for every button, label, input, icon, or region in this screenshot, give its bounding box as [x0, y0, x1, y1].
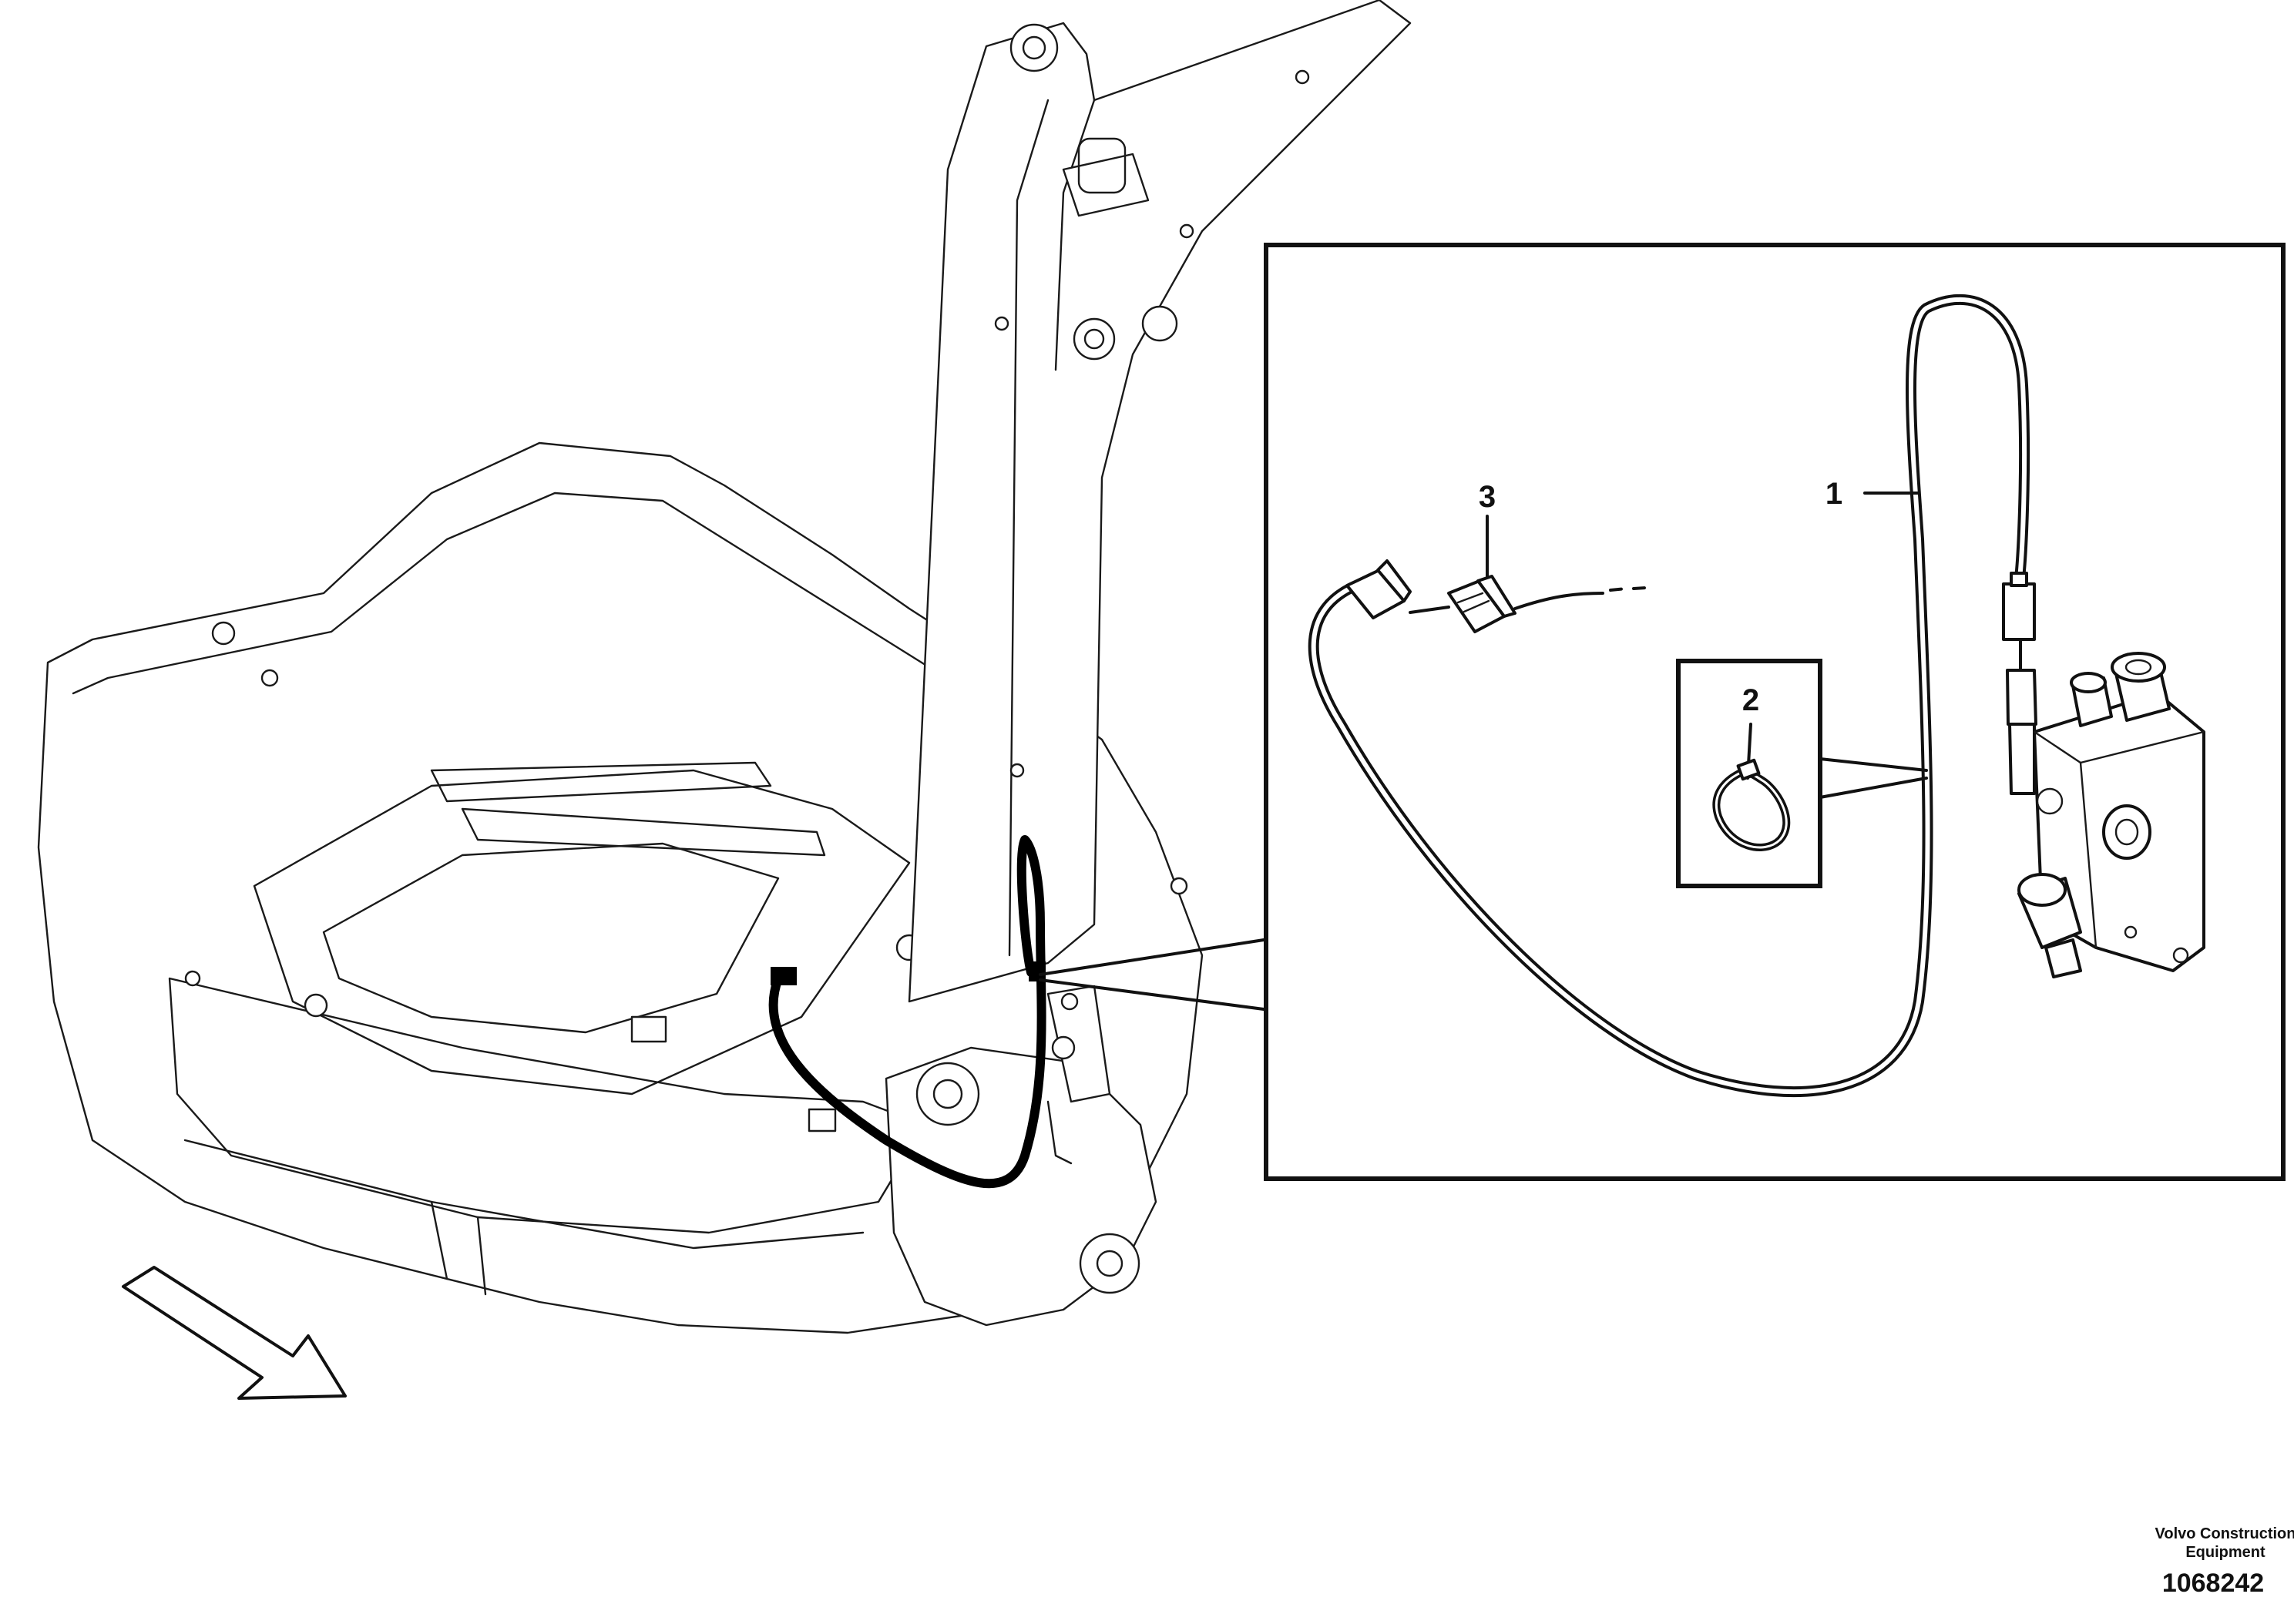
document-number: 1068242 [2162, 1569, 2264, 1598]
boom-arm [908, 0, 1412, 1003]
detail-leader-lines [1039, 938, 1265, 1011]
callout-label-3: 3 [1479, 480, 1496, 514]
brand-line-1: Volvo Construction [2155, 1525, 2294, 1542]
cable-tie-leader [1819, 757, 1928, 799]
frame-valve-block [1046, 985, 1111, 1103]
counterweight-inner-lip [72, 492, 1065, 757]
forward-direction-arrow [122, 1266, 347, 1400]
callout-label-2: 2 [1742, 683, 1759, 717]
boom-opening [1077, 137, 1127, 194]
harness-connector [771, 967, 797, 985]
boom [908, 0, 1412, 1003]
bolt [211, 621, 236, 646]
counterweight-front-face [168, 977, 926, 1234]
frame-floor [253, 769, 911, 1096]
frame-floor-panel [322, 842, 780, 1034]
frame-bracket [630, 1015, 667, 1043]
brand-line-2: Equipment [2185, 1544, 2265, 1561]
machine-upper-frame [37, 441, 1204, 1334]
callout-label-1: 1 [1825, 477, 1842, 511]
harness-routing [768, 835, 1046, 1189]
connector-3-wire [1409, 592, 1604, 614]
frame-side-beam [430, 761, 772, 803]
detail-view: 1 3 2 [1264, 243, 2286, 1181]
machine-harness [768, 835, 1046, 1189]
cable-connector-right [2002, 582, 2036, 641]
footer: Volvo Construction Equipment 1068242 [2155, 1525, 2294, 1598]
